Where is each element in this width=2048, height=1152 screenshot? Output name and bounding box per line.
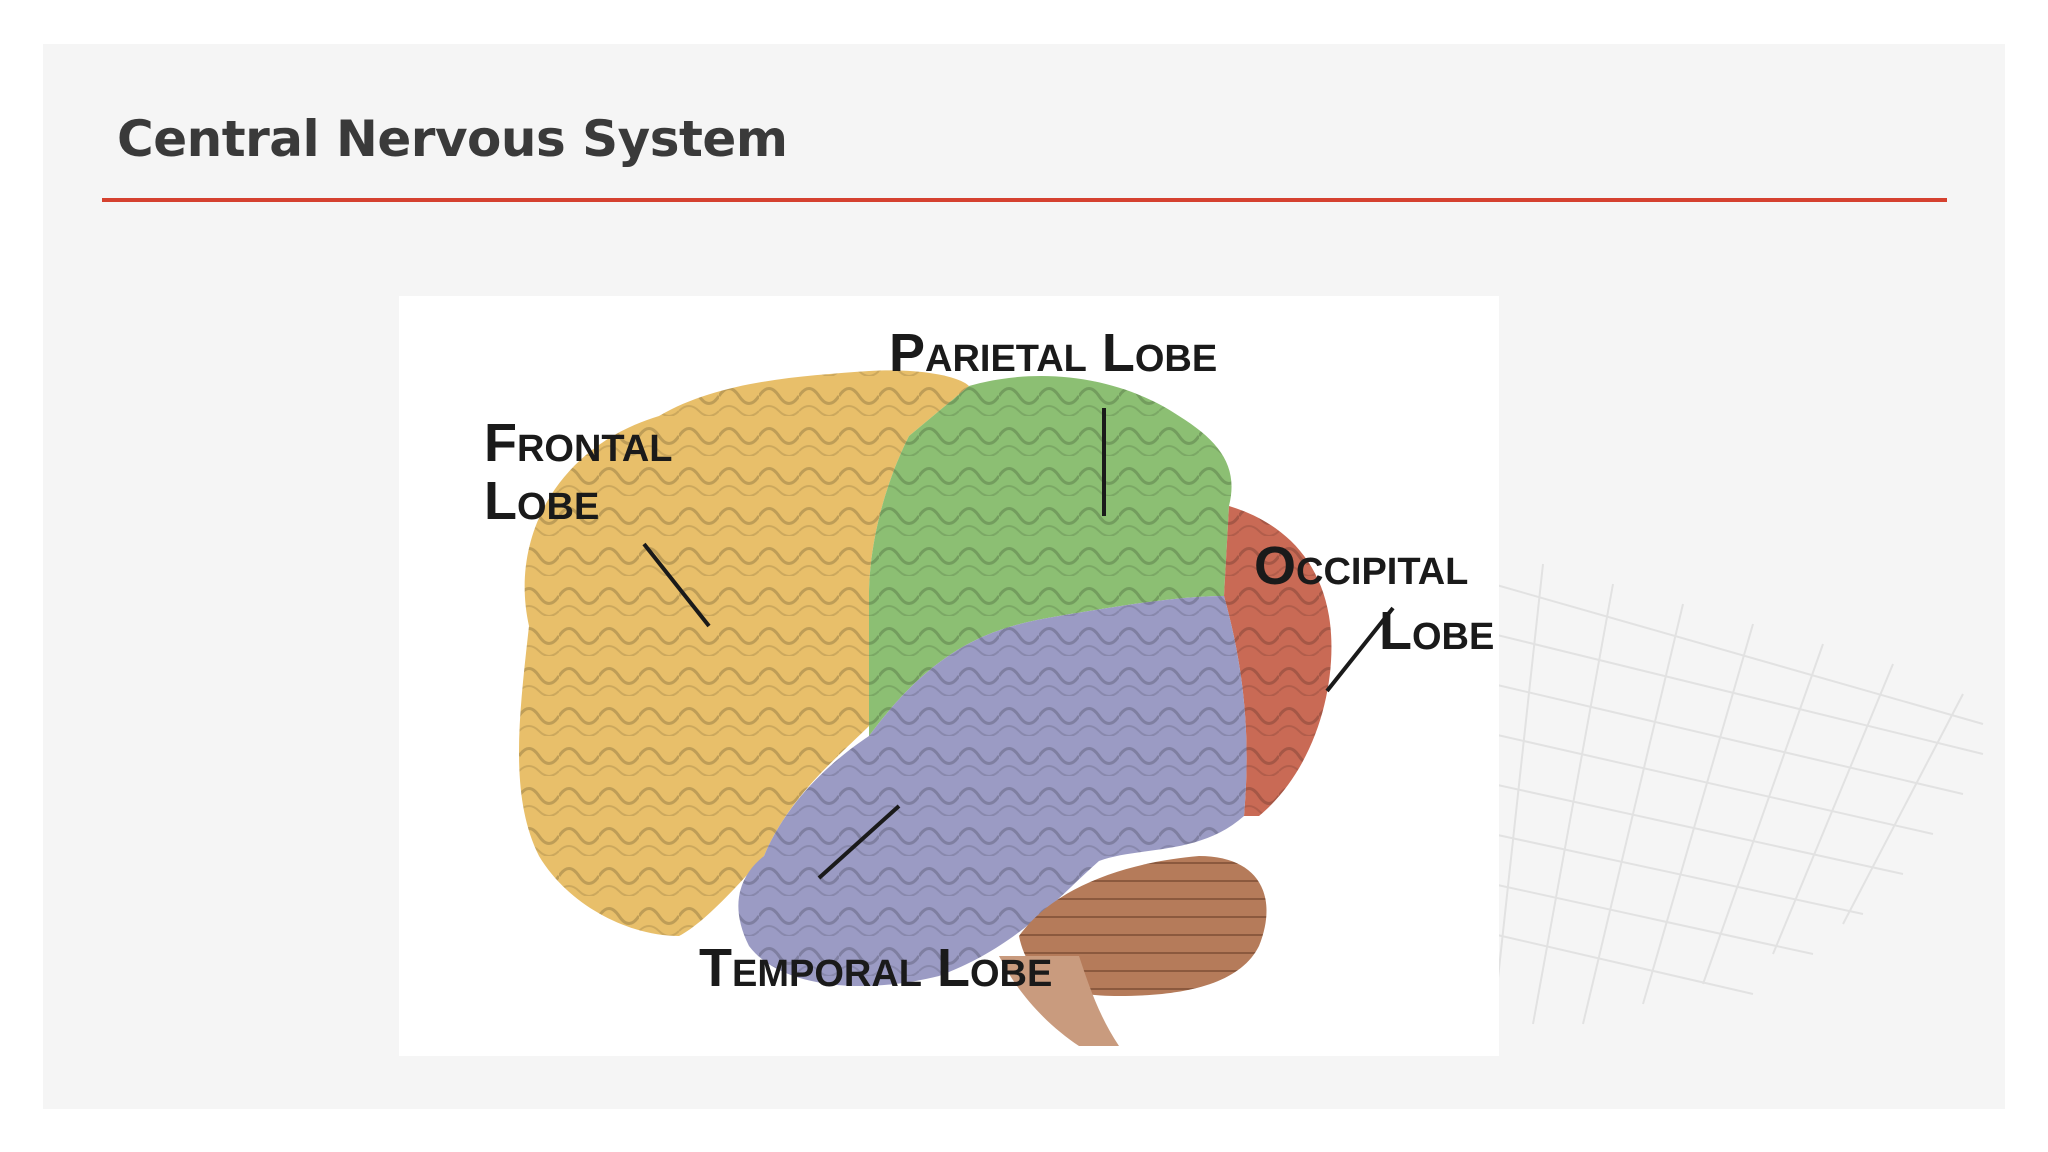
background-grid-decoration xyxy=(1492,563,1984,1025)
brain-diagram: Parietal Lobe Frontal Lobe Occipital Lob… xyxy=(399,296,1499,1056)
frontal-pointer-line xyxy=(642,542,711,628)
brain-illustration xyxy=(519,370,1395,1046)
slide: Central Nervous System xyxy=(43,44,2005,1109)
temporal-pointer-line xyxy=(817,804,901,880)
frontal-lobe-label-line1: Frontal xyxy=(484,413,673,473)
occipital-pointer-line xyxy=(1325,606,1395,693)
slide-title: Central Nervous System xyxy=(117,110,788,168)
parietal-lobe-label: Parietal Lobe xyxy=(889,323,1218,383)
temporal-lobe-label: Temporal Lobe xyxy=(699,938,1053,998)
title-underline xyxy=(102,198,1947,202)
occipital-lobe-label-line2: Lobe xyxy=(1379,601,1495,661)
frontal-lobe-label-line2: Lobe xyxy=(484,471,600,531)
brain-stem xyxy=(999,956,1119,1046)
occipital-lobe-label-line1: Occipital xyxy=(1254,536,1469,596)
